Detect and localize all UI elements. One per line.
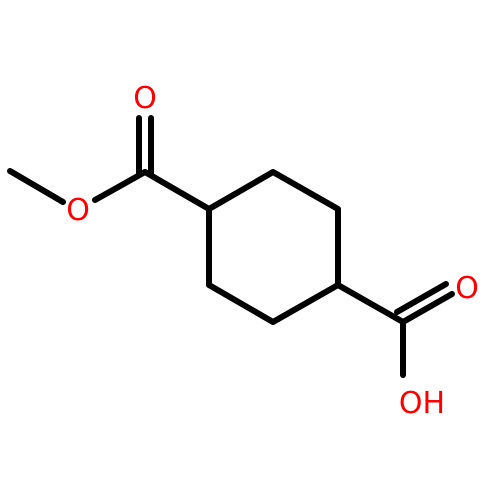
atom-ester-oxygen: O bbox=[66, 193, 90, 228]
bond-carboxyl-double-upper bbox=[394, 281, 449, 315]
bond-carboxyl-double-lower bbox=[400, 291, 455, 325]
bond-ring-carboxyl-carbon bbox=[335, 282, 406, 325]
atom-carbonyl-oxygen-right: O bbox=[455, 271, 479, 306]
cyclohexane-ring bbox=[206, 169, 341, 325]
bond-carbonyl-carbon-ring bbox=[142, 169, 212, 212]
bond-ester-oxygen-carbonyl-carbon bbox=[92, 169, 148, 203]
bond-methyl-ester-oxygen bbox=[7, 168, 66, 205]
atom-hydroxyl: OH bbox=[399, 386, 445, 421]
atom-carbonyl-oxygen-top: O bbox=[133, 81, 157, 116]
